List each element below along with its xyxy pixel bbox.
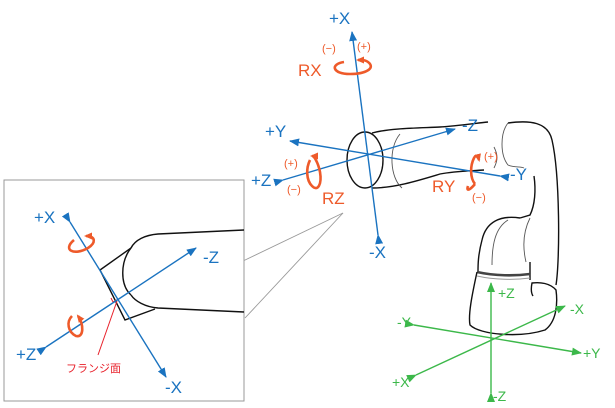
- base-x-neg-label: -X: [570, 301, 585, 317]
- ry-plus-label: (+): [484, 151, 498, 163]
- robot-base: [468, 271, 558, 336]
- rz-minus-label: (−): [287, 184, 301, 196]
- tool-y-neg-label: -Y: [510, 165, 527, 184]
- base-y-neg-label: -Y: [397, 314, 412, 330]
- rz-rotation-indicator: RZ (+) (−): [284, 152, 345, 208]
- tool-x-pos-label: +X: [329, 9, 350, 28]
- rz-rotation-arrow-icon: [305, 152, 322, 190]
- tool-y-pos-label: +Y: [265, 122, 286, 141]
- flange-surface-label: フランジ面: [66, 362, 121, 375]
- tool-z-neg-label: -Z: [462, 116, 478, 135]
- base-x-axis: [406, 305, 566, 383]
- ry-minus-label: (−): [472, 192, 486, 204]
- tool-x-axis: [349, 31, 384, 245]
- base-x-pos-label: +X: [392, 374, 410, 390]
- rx-label: RX: [298, 61, 322, 80]
- base-ring: [476, 270, 531, 277]
- flange-detail-inset: フランジ面 +X -X +Z -Z: [3, 179, 245, 402]
- inset-z-pos-label: +Z: [16, 345, 36, 364]
- callout-lines: [242, 212, 344, 319]
- inset-z-rotation-icon: [67, 314, 85, 338]
- rx-plus-label: (+): [357, 41, 371, 53]
- inset-x-neg-label: -X: [165, 378, 182, 397]
- shoulder-joint: [477, 216, 521, 273]
- tool-frame-axes: [273, 31, 510, 245]
- forearm-link-lower: [371, 169, 485, 189]
- base-y-pos-label: +Y: [583, 345, 601, 361]
- ry-rotation-arrow-icon: [469, 153, 481, 185]
- wrist-joint: [507, 121, 560, 286]
- base-z-neg-label: -Z: [493, 388, 507, 404]
- inset-z-neg-label: -Z: [203, 248, 219, 267]
- inset-x-pos-label: +X: [34, 208, 55, 227]
- ry-rotation-indicator: RY (+) (−): [432, 151, 498, 204]
- rx-rotation-arrow-icon: [333, 56, 373, 76]
- robot-arm-outline: [346, 121, 560, 336]
- rz-label: RZ: [322, 189, 345, 208]
- tool-x-neg-label: -X: [369, 243, 386, 262]
- rx-minus-label: (−): [322, 43, 336, 55]
- tool-z-pos-label: +Z: [251, 171, 271, 190]
- rz-plus-label: (+): [284, 158, 298, 170]
- base-frame-axes: [404, 282, 582, 402]
- inset-x-rotation-icon: [67, 232, 96, 253]
- base-y-axis: [404, 319, 582, 356]
- base-z-pos-label: +Z: [498, 285, 515, 301]
- ry-label: RY: [432, 177, 455, 196]
- tool-z-axis: [273, 127, 456, 187]
- rx-rotation-indicator: RX (−) (+): [298, 41, 373, 80]
